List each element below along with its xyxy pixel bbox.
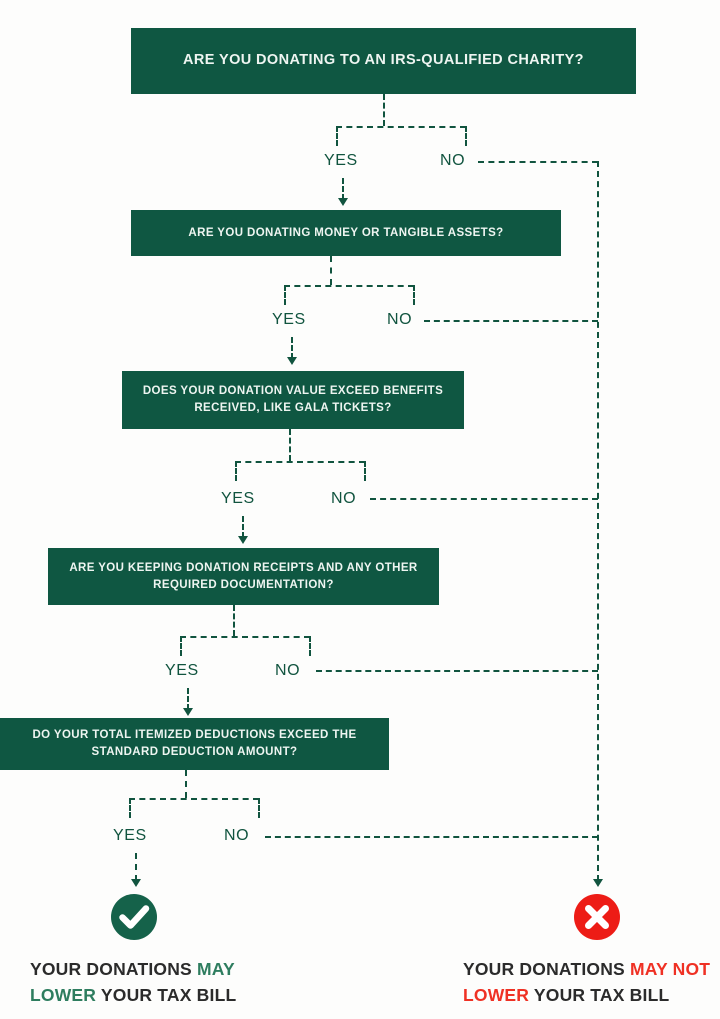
connector-b3-no-stub (364, 461, 366, 481)
outcome-positive-highlight-may: MAY (197, 959, 235, 979)
outcome-positive-highlight-lower: LOWER (30, 985, 97, 1006)
question-4-line-2: REQUIRED DOCUMENTATION? (153, 578, 334, 591)
connector-b1-no-right (478, 161, 598, 163)
connector-q3-stem (289, 429, 291, 461)
outcome-negative-line-2: LOWER YOUR TAX BILL (463, 982, 710, 1008)
question-5-line-1: DO YOUR TOTAL ITEMIZED DEDUCTIONS EXCEED… (32, 729, 357, 742)
connector-b4-yes-stub (180, 636, 182, 656)
connector-b3-bracket (235, 461, 365, 463)
connector-b1-no-stub (465, 126, 467, 146)
connector-b2-no-stub (413, 285, 415, 305)
connector-b2-yes-arrowhead (287, 357, 297, 365)
x-circle-icon (573, 893, 621, 941)
connector-b5-yes-arrowhead (131, 879, 141, 887)
connector-b4-yes-down (187, 688, 189, 710)
connector-b5-no-right (265, 836, 598, 838)
outcome-positive-line-1: YOUR DONATIONS MAY (30, 956, 236, 982)
question-4-line-1: ARE YOU KEEPING DONATION RECEIPTS AND AN… (69, 561, 418, 574)
branch-5-yes-label: YES (113, 827, 147, 844)
connector-b5-yes-stub (129, 798, 131, 818)
connector-b4-bracket (180, 636, 310, 638)
question-box-4: ARE YOU KEEPING DONATION RECEIPTS AND AN… (48, 548, 439, 605)
connector-b1-yes-stub (336, 126, 338, 146)
connector-b4-no-right (316, 670, 598, 672)
connector-b1-bracket (336, 126, 466, 128)
branch-3-yes-label: YES (221, 490, 255, 507)
connector-b5-yes-down (135, 853, 137, 881)
branch-2-no-label: NO (387, 311, 413, 328)
outcome-positive-text: YOUR DONATIONS MAY LOWER YOUR TAX BILL (30, 956, 236, 1009)
branch-4-no-label: NO (275, 662, 301, 679)
connector-b2-bracket (284, 285, 414, 287)
connector-b1-yes-down (342, 178, 344, 200)
branch-2-yes-label: YES (272, 311, 306, 328)
connector-right-trunk (597, 161, 599, 881)
question-box-3: DOES YOUR DONATION VALUE EXCEED BENEFITS… (122, 371, 464, 429)
outcome-negative-suffix: YOUR TAX BILL (529, 985, 670, 1006)
question-3-line-1: DOES YOUR DONATION VALUE EXCEED BENEFITS (142, 385, 444, 398)
question-box-1: ARE YOU DONATING TO AN IRS-QUALIFIED CHA… (131, 28, 636, 94)
question-3-text: DOES YOUR DONATION VALUE EXCEED BENEFITS… (136, 383, 450, 416)
question-3-line-2: RECEIVED, LIKE GALA TICKETS? (194, 402, 392, 414)
connector-b5-no-stub (258, 798, 260, 818)
outcome-negative-highlight-lower: LOWER (463, 985, 530, 1006)
connector-b4-yes-arrowhead (183, 708, 193, 716)
question-5-text: DO YOUR TOTAL ITEMIZED DEDUCTIONS EXCEED… (14, 727, 375, 760)
connector-b2-yes-down (291, 337, 293, 359)
outcome-positive-prefix: YOUR DONATIONS (30, 959, 197, 979)
outcome-negative-prefix: YOUR DONATIONS (463, 959, 630, 979)
connector-right-trunk-arrowhead (593, 879, 603, 887)
question-1-text: ARE YOU DONATING TO AN IRS-QUALIFIED CHA… (183, 52, 584, 69)
branch-1-yes-label: YES (324, 152, 358, 169)
connector-q5-stem (185, 770, 187, 798)
outcome-negative-line-1: YOUR DONATIONS MAY NOT (463, 956, 710, 982)
question-box-2: ARE YOU DONATING MONEY OR TANGIBLE ASSET… (131, 210, 561, 256)
outcome-negative-highlight-maynot: MAY NOT (630, 959, 711, 979)
outcome-positive-suffix: YOUR TAX BILL (96, 985, 237, 1006)
connector-b2-no-right (424, 320, 598, 322)
connector-q1-stem (383, 94, 385, 126)
connector-q4-stem (233, 605, 235, 636)
branch-1-no-label: NO (440, 152, 466, 169)
question-4-text: ARE YOU KEEPING DONATION RECEIPTS AND AN… (62, 560, 425, 593)
connector-b3-no-right (370, 498, 598, 500)
branch-3-no-label: NO (331, 490, 357, 507)
connector-b1-yes-arrowhead (338, 198, 348, 206)
connector-b3-yes-stub (235, 461, 237, 481)
branch-5-no-label: NO (224, 827, 250, 844)
connector-b3-yes-down (242, 516, 244, 538)
question-box-5: DO YOUR TOTAL ITEMIZED DEDUCTIONS EXCEED… (0, 718, 389, 770)
connector-q2-stem (330, 256, 332, 285)
connector-b3-yes-arrowhead (238, 536, 248, 544)
question-2-text: ARE YOU DONATING MONEY OR TANGIBLE ASSET… (188, 226, 504, 239)
question-5-line-2: STANDARD DEDUCTION AMOUNT? (91, 746, 298, 758)
connector-b5-bracket (129, 798, 259, 800)
branch-4-yes-label: YES (165, 662, 199, 679)
outcome-positive-line-2: LOWER YOUR TAX BILL (30, 982, 236, 1008)
outcome-negative-text: YOUR DONATIONS MAY NOT LOWER YOUR TAX BI… (463, 956, 710, 1009)
connector-b2-yes-stub (284, 285, 286, 305)
connector-b4-no-stub (309, 636, 311, 656)
check-circle-icon (110, 893, 158, 941)
